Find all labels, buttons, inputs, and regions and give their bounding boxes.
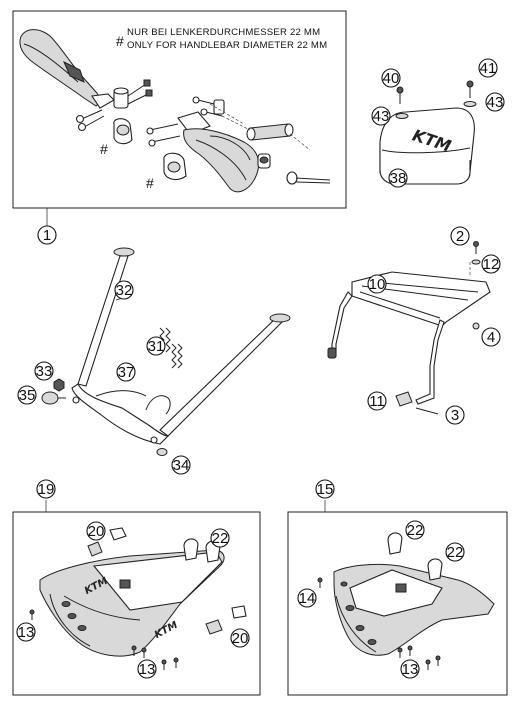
nut-34 bbox=[156, 448, 168, 456]
callout-35: 35 bbox=[19, 387, 36, 404]
callout-4: 4 bbox=[487, 329, 495, 346]
clamp-22-side bbox=[427, 558, 443, 581]
clamp-22-left bbox=[183, 538, 199, 561]
callout-3: 3 bbox=[451, 407, 459, 424]
spring-hook-37 bbox=[145, 395, 171, 415]
callout-33: 33 bbox=[36, 363, 53, 380]
skid-plate-15-frame bbox=[287, 511, 508, 696]
nut-33 bbox=[53, 378, 65, 392]
callout-13-bottom: 13 bbox=[139, 661, 156, 678]
callout-34: 34 bbox=[173, 457, 190, 474]
handguard-end-bolt bbox=[286, 171, 331, 185]
handguard-group-frame bbox=[12, 10, 347, 209]
hash-mark-right-clamp: # bbox=[146, 175, 154, 191]
callout-10: 10 bbox=[369, 276, 386, 293]
rubber-bumper-35 bbox=[41, 391, 66, 405]
clamp-22-top bbox=[387, 532, 403, 555]
callout-40: 40 bbox=[383, 70, 400, 87]
callout-41: 41 bbox=[480, 60, 497, 77]
rubber-pad-20-right bbox=[231, 605, 247, 619]
handguard-left bbox=[19, 29, 115, 109]
callout-31: 31 bbox=[148, 338, 165, 355]
callout-20-upper: 20 bbox=[88, 523, 105, 540]
seat-pad-group: KTM bbox=[379, 80, 477, 185]
note-line-english: ONLY FOR HANDLEBAR DIAMETER 22 MM bbox=[127, 40, 327, 51]
callout-14: 14 bbox=[299, 590, 316, 607]
callout-22-skid15-top: 22 bbox=[407, 522, 424, 539]
spacer-11 bbox=[395, 391, 413, 407]
luggage-rack-group bbox=[327, 241, 491, 415]
rubber-pad-20-upper bbox=[87, 541, 103, 557]
handlebar-clamp-22mm-right bbox=[163, 152, 187, 181]
handlebar-tube bbox=[209, 103, 311, 169]
callout-19: 19 bbox=[38, 481, 55, 498]
rubber-pad-20-lower bbox=[205, 619, 223, 635]
stand-springs-31 bbox=[159, 327, 183, 369]
callout-32: 32 bbox=[116, 282, 133, 299]
callout-22-skid15-side: 22 bbox=[447, 544, 464, 561]
callout-12: 12 bbox=[483, 256, 500, 273]
washer-43-right bbox=[463, 101, 477, 107]
callout-20-lower: 20 bbox=[232, 630, 249, 647]
callout-22-skid19: 22 bbox=[212, 530, 229, 547]
callout-43-left: 43 bbox=[373, 108, 390, 125]
rubber-pad-20-top bbox=[109, 527, 127, 541]
note-line-german: NUR BEI LENKERDURCHMESSER 22 MM bbox=[127, 27, 320, 38]
callout-1: 1 bbox=[43, 227, 51, 244]
skid-plate-15-group bbox=[287, 511, 508, 696]
handguard-right bbox=[177, 111, 260, 193]
center-stand-group bbox=[41, 247, 291, 456]
callout-13-left: 13 bbox=[18, 624, 35, 641]
hash-mark-left-clamp: # bbox=[100, 141, 108, 157]
callout-11: 11 bbox=[369, 393, 385, 410]
handlebar-clamp-22mm-left bbox=[113, 118, 133, 145]
skid-plate-19-group: KTM KTM bbox=[12, 511, 261, 696]
bolt-3 bbox=[415, 407, 439, 415]
washer-4 bbox=[472, 322, 480, 330]
handguard-clamp-upper bbox=[75, 79, 153, 132]
callout-38: 38 bbox=[390, 170, 407, 187]
callout-37: 37 bbox=[118, 364, 135, 381]
note-hash-symbol: # bbox=[116, 33, 124, 49]
callout-circle-1 bbox=[37, 225, 57, 245]
callout-2: 2 bbox=[456, 228, 464, 245]
handguard-bolts-middle bbox=[146, 96, 225, 147]
callout-15: 15 bbox=[317, 481, 334, 498]
washer-43-left bbox=[395, 113, 409, 119]
callout-13-skid15: 13 bbox=[402, 661, 419, 678]
callout-43-right: 43 bbox=[487, 94, 504, 111]
washer-12 bbox=[471, 259, 481, 265]
skid-plate-19-frame bbox=[12, 511, 261, 696]
bolts-13-skid15 bbox=[397, 645, 441, 670]
bolts-13-skid19 bbox=[29, 609, 179, 670]
handguard-assembly-group: # NUR BEI LENKERDURCHMESSER 22 MM ONLY F… bbox=[12, 10, 347, 226]
